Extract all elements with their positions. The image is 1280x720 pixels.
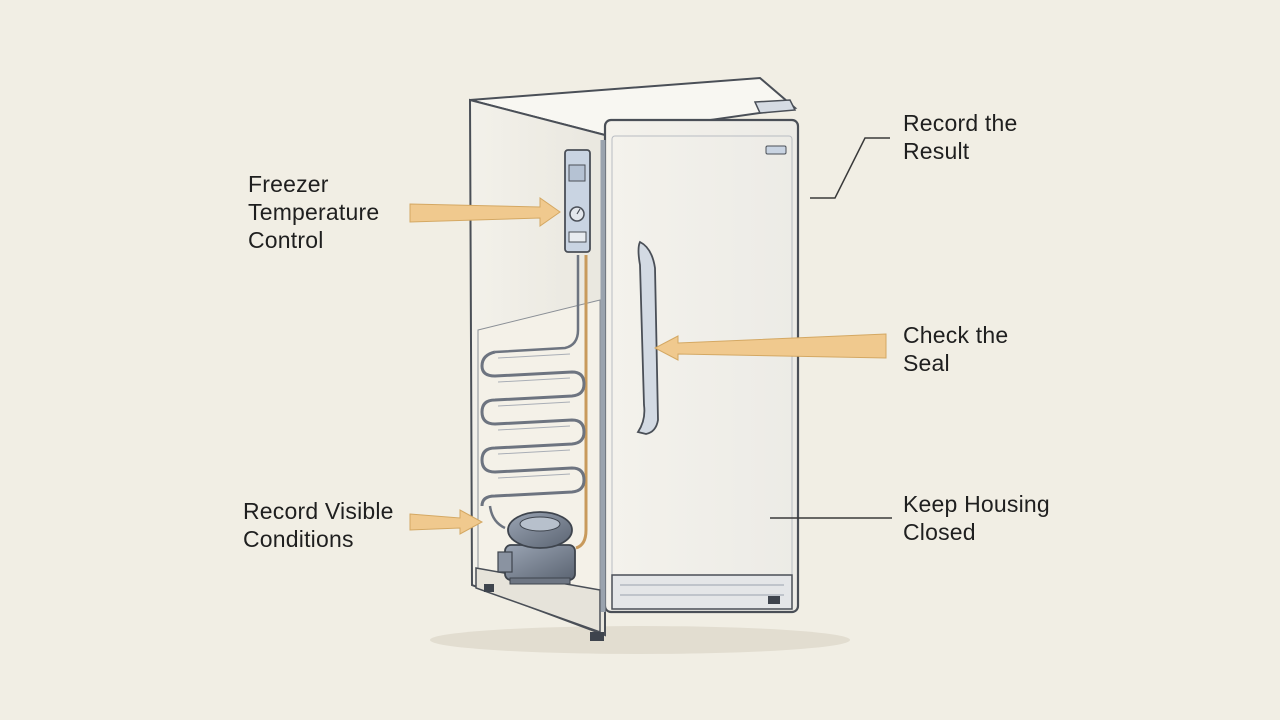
floor-shadow: [430, 626, 850, 654]
callout-record-visible-conditions: Record Visible Conditions: [243, 498, 394, 552]
top-cap: [753, 99, 797, 114]
foot-back: [484, 584, 494, 592]
door-handle: [636, 240, 659, 435]
compressor: [488, 505, 576, 585]
callout-freezer-temperature-control: Freezer Temperature Control: [248, 171, 380, 253]
foot-right: [768, 596, 780, 604]
callout-keep-housing-closed: Keep Housing Closed: [903, 491, 1050, 545]
leader-record-result: [810, 137, 890, 199]
condenser-coils: [480, 350, 586, 507]
panel-display: [568, 164, 586, 182]
panel-indicator: [568, 231, 587, 243]
arrow-check-seal: [653, 333, 887, 361]
callout-record-the-result: Record the Result: [903, 110, 1018, 164]
arrow-visible-conditions: [409, 509, 484, 535]
copper-pipe: [575, 255, 588, 550]
kick-plate: [611, 574, 793, 610]
freezer-door: [603, 118, 800, 614]
arrow-freezer-control: [409, 197, 561, 227]
callout-check-the-seal: Check the Seal: [903, 322, 1009, 376]
badge-logo: [765, 145, 787, 155]
foot-left: [590, 632, 604, 641]
